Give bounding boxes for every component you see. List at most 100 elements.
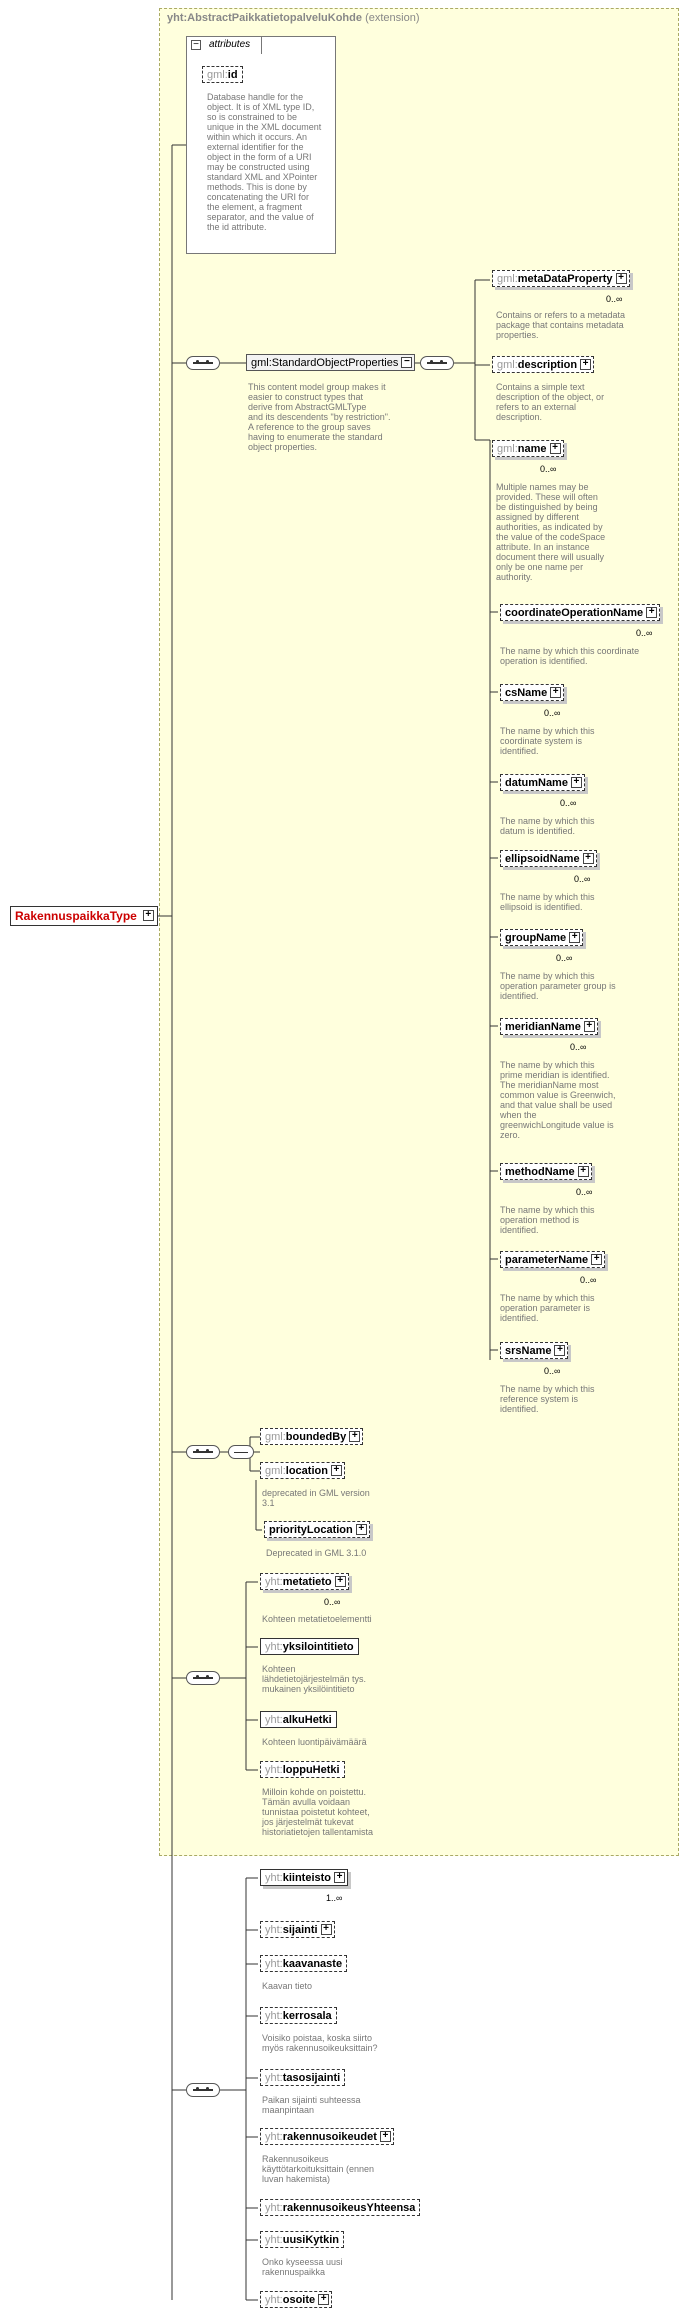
element-kiinteisto[interactable]: yht:kiinteisto+ (260, 1869, 349, 1886)
doc-line: object in the form of a URI (207, 152, 312, 162)
doc-line: Voisiko poistaa, koska siirto (262, 2033, 373, 2043)
element-rakennusoikeusyhteensa[interactable]: yht:rakennusoikeusYhteensa (260, 2199, 421, 2216)
expand-icon[interactable]: + (355, 1524, 367, 1535)
doc-line: reference system is (500, 1394, 579, 1404)
element-meridianname[interactable]: meridianName+ (500, 1018, 598, 1035)
expand-icon[interactable]: + (615, 273, 627, 284)
element-metadataproperty[interactable]: gml:metaDataProperty+ (492, 270, 630, 287)
attributes-tab-label: attributes (209, 39, 251, 50)
el-prefix: yht: (265, 2072, 283, 2084)
doc-line: attribute. In an instance (496, 542, 590, 552)
expand-icon[interactable]: + (320, 1924, 332, 1935)
element-groupname[interactable]: groupName+ (500, 929, 584, 946)
expand-icon[interactable]: + (334, 1872, 346, 1883)
doc-line: The name by which this (500, 816, 595, 826)
element-kerrosala[interactable]: yht:kerrosala (260, 2007, 337, 2024)
element-loppuhetki[interactable]: yht:loppuHetki (260, 1761, 345, 1778)
el-prefix: gml: (497, 443, 518, 455)
expand-icon[interactable]: + (577, 1166, 589, 1177)
kaavanaste-doc: Kaavan tieto (262, 1981, 312, 1991)
attr-gml-id[interactable]: gml:id (202, 66, 243, 83)
element-yksilointitieto[interactable]: yht:yksilointitieto (260, 1638, 359, 1655)
cardinality: 0..∞ (576, 1187, 593, 1197)
expand-icon[interactable]: + (554, 1345, 566, 1356)
expand-icon[interactable]: + (349, 1431, 361, 1442)
el-name: priorityLocation (269, 1524, 353, 1536)
cardinality: 0..∞ (540, 464, 557, 474)
el-name: name (517, 443, 547, 455)
root-type-box[interactable]: RakennuspaikkaType+ (10, 906, 158, 926)
element-datumname[interactable]: datumName+ (500, 774, 585, 791)
element-parametername[interactable]: parameterName+ (500, 1251, 606, 1268)
doc-line: Rakennusoikeus (262, 2154, 329, 2164)
expand-icon[interactable]: + (379, 2131, 391, 2142)
element-gml-name[interactable]: gml:name+ (492, 440, 564, 457)
expand-icon[interactable]: + (549, 443, 561, 454)
element-prioritylocation[interactable]: priorityLocation+ (264, 1521, 370, 1538)
element-sijainti[interactable]: yht:sijainti+ (260, 1921, 335, 1938)
doc-line: Multiple names may be (496, 482, 589, 492)
extension-box (159, 8, 679, 1856)
element-srsname[interactable]: srsName+ (500, 1342, 569, 1359)
expand-icon[interactable]: + (318, 2294, 330, 2305)
expand-icon[interactable]: + (583, 1021, 595, 1032)
doc-line: document there will usually (496, 552, 605, 562)
element-metatieto[interactable]: yht:metatieto+ (260, 1573, 349, 1590)
expand-icon[interactable]: + (330, 1465, 342, 1476)
element-methodname[interactable]: methodName+ (500, 1163, 592, 1180)
element-coordinateoperationname[interactable]: coordinateOperationName+ (500, 604, 661, 621)
collapse-icon[interactable]: − (401, 357, 413, 368)
el-prefix: yht: (265, 2202, 283, 2214)
doc-line: methods. This is done by (207, 182, 307, 192)
element-location[interactable]: gml:location+ (260, 1462, 345, 1479)
element-osoite[interactable]: yht:osoite+ (260, 2291, 333, 2308)
group-standard-object-properties[interactable]: gml:StandardObjectProperties− (246, 354, 416, 371)
el-prefix: yht: (265, 1872, 283, 1884)
el-prefix: gml: (497, 359, 518, 371)
doc-line: having to enumerate the standard (248, 432, 383, 442)
el-name: tasosijainti (282, 2072, 341, 2084)
doc-line: A reference to the group saves (248, 422, 371, 432)
el-name: parameterName (505, 1254, 589, 1266)
attributes-tab[interactable]: −attributes (186, 36, 262, 54)
element-tasosijainti[interactable]: yht:tasosijainti (260, 2069, 346, 2086)
el-prefix: yht: (265, 1924, 283, 1936)
element-kaavanaste[interactable]: yht:kaavanaste (260, 1955, 348, 1972)
element-ellipsoidname[interactable]: ellipsoidName+ (500, 850, 597, 867)
expand-icon[interactable]: + (334, 1576, 346, 1587)
element-boundedby[interactable]: gml:boundedBy+ (260, 1428, 364, 1445)
expand-icon[interactable]: + (591, 1254, 603, 1265)
doc-line: jos järjestelmät tukevat (262, 1817, 354, 1827)
doc-line: The name by which this (500, 892, 595, 902)
el-name: kiinteisto (282, 1872, 332, 1884)
metatieto-doc: Kohteen metatietoelementti (262, 1614, 372, 1624)
expand-icon[interactable]: + (569, 932, 581, 943)
element-description[interactable]: gml:description+ (492, 356, 595, 373)
doc-line: identified. (500, 1313, 539, 1323)
expand-icon[interactable]: + (570, 777, 582, 788)
expand-icon[interactable]: + (580, 359, 592, 370)
expand-icon[interactable]: + (646, 607, 658, 618)
sequence-compositor (186, 1445, 220, 1459)
expand-icon[interactable]: + (142, 910, 154, 921)
expand-icon[interactable]: + (550, 687, 562, 698)
doc-line: refers to an external (496, 402, 577, 412)
doc-line: Tämän avulla voidaan (262, 1797, 351, 1807)
doc-line: common value is Greenwich, (500, 1090, 616, 1100)
doc-line: greenwichLongitude value is (500, 1120, 614, 1130)
collapse-icon[interactable]: − (191, 40, 201, 50)
element-uusikytkin[interactable]: yht:uusiKytkin (260, 2231, 344, 2248)
element-alkuhetki[interactable]: yht:alkuHetki (260, 1711, 337, 1728)
doc-line: rakennuspaikka (262, 2267, 326, 2277)
sequence-compositor (186, 2083, 220, 2097)
el-name: rakennusoikeusYhteensa (282, 2202, 416, 2214)
element-rakennusoikeudet[interactable]: yht:rakennusoikeudet+ (260, 2128, 394, 2145)
element-csname[interactable]: csName+ (500, 684, 565, 701)
expand-icon[interactable]: + (582, 853, 594, 864)
